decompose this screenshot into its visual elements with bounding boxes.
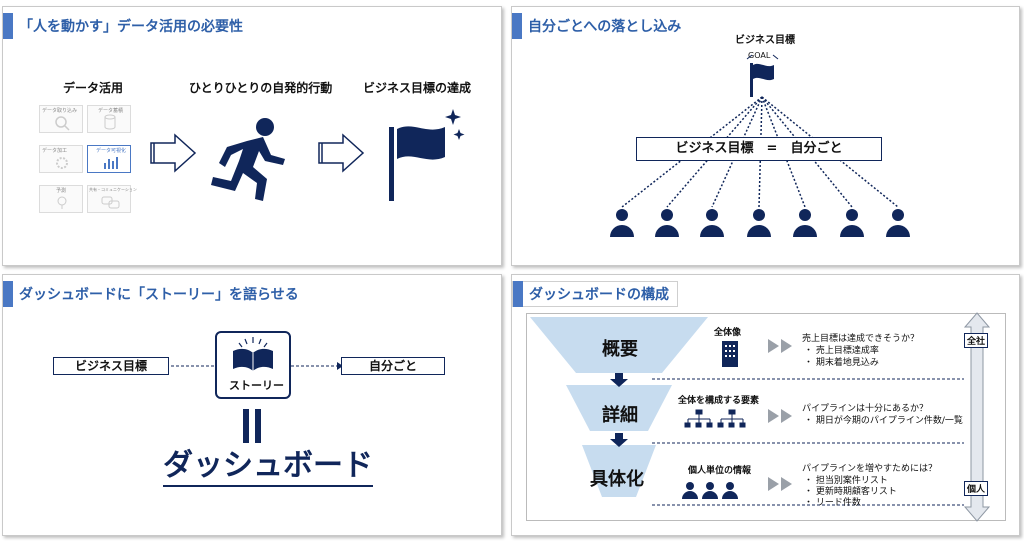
scale-bottom-label: 個人: [964, 481, 989, 496]
bullet-item: ・ 期日が今期のパイプライン件数/一覧: [804, 416, 963, 426]
grid-cell-label: データ取り込み: [42, 108, 78, 114]
label-voluntary-action: ひとりひとりの自発的行動: [189, 81, 333, 95]
grid-cell-active: データ可視化: [87, 145, 131, 173]
question-concrete: パイプラインを増やすためには？: [802, 464, 938, 474]
dashed-connector: [171, 362, 343, 370]
double-arrow-icon: [768, 477, 792, 491]
grid-cell: 予測: [39, 185, 83, 213]
grid-cell: データ取り込み: [39, 105, 83, 133]
business-goal-box: ビジネス目標: [53, 357, 169, 375]
title-accent: [3, 13, 13, 39]
open-book-icon: [233, 337, 273, 371]
slide-dashboard-structure: ダッシュボードの構成 概要 詳細 具体化 全体像 全体を構成する要素 個人単位の…: [511, 274, 1020, 536]
slide-title-bar: 自分ごとへの落とし込み: [512, 13, 681, 39]
lightbulb-icon: [57, 196, 67, 209]
bullet-item: ・ 担当別案件リスト: [804, 476, 888, 486]
goal-label: GOAL: [748, 51, 771, 60]
hierarchy-icon: [684, 409, 746, 428]
category-concrete: 個人単位の情報: [688, 466, 752, 476]
chat-icon: [101, 196, 120, 209]
category-detail: 全体を構成する要素: [678, 396, 760, 406]
equals-sign: [241, 409, 265, 443]
label-data-utilization: データ活用: [63, 81, 124, 95]
grid-cell: 共有・コミュニケーション: [87, 185, 137, 213]
bullet-text: 担当別案件リスト: [815, 476, 888, 486]
slide-dashboard-story: ダッシュボードに「ストーリー」を語らせる ビジネス目標 自分ごと ストーリー ダ…: [2, 274, 502, 536]
slide-title: ダッシュボードの構成: [529, 287, 669, 303]
bullet-text: 期日が今期のパイプライン件数/一覧: [815, 416, 963, 426]
dashboard-heading: ダッシュボード: [163, 447, 373, 487]
label-goal-achievement: ビジネス目標の達成: [363, 81, 472, 95]
double-arrow-icon: [768, 339, 792, 353]
bullet-text: リード件数: [815, 498, 861, 508]
bullet-text: 売上目標達成率: [815, 346, 879, 356]
bullet-item: ・ 期末着地見込み: [804, 358, 879, 368]
double-arrow-icon: [768, 409, 792, 423]
grid-cell-label: データ加工: [42, 148, 68, 154]
slide-title-bar: ダッシュボードの構成: [512, 281, 678, 307]
title-accent: [512, 13, 522, 39]
grid-cell-label: データ可視化: [96, 148, 127, 154]
funnel-diagram: [530, 317, 964, 506]
scale-top-label: 全社: [964, 333, 989, 348]
bullet-text: 期末着地見込み: [815, 358, 879, 368]
structure-frame: [526, 313, 1006, 521]
grid-cell-label: 共有・コミュニケーション: [89, 187, 137, 192]
bullet-item: ・ リード件数: [804, 498, 861, 508]
arrow-right-icon: [318, 133, 365, 173]
arrow-right-icon: [150, 133, 197, 173]
grid-cell: データ蓄積: [87, 105, 131, 133]
building-icon: [722, 341, 738, 367]
slide-self-ownership: 自分ごとへの落とし込み ビジネス目標 GOAL ビジネス目標 = 自分ごと: [511, 6, 1020, 266]
flag-icon: [389, 109, 465, 201]
people-row-icons: [610, 209, 910, 237]
bullet-text: 更新時期顧客リスト: [815, 487, 897, 497]
level-overview: 概要: [602, 339, 638, 360]
slide-title: ダッシュボードに「ストーリー」を語らせる: [19, 287, 299, 303]
story-label: ストーリー: [229, 379, 284, 392]
level-detail: 詳細: [602, 405, 638, 426]
question-overview: 売上目標は達成できそうか？: [802, 334, 920, 344]
bullet-item: ・ 売上目標達成率: [804, 346, 879, 356]
goal-flag-icon: [746, 54, 779, 97]
slide-data-utilization: 「人を動かす」データ活用の必要性 データ活用 ひとりひとりの自発的行動 ビジネス…: [2, 6, 502, 266]
scale-double-arrow: [963, 312, 991, 522]
slide-title: 「人を動かす」データ活用の必要性: [19, 19, 243, 35]
category-overview: 全体像: [714, 328, 742, 338]
people-group-icon: [682, 482, 738, 499]
gear-icon: [56, 157, 68, 169]
title-accent: [513, 281, 523, 307]
question-detail: パイプラインは十分にあるか？: [802, 404, 929, 414]
running-person-icon: [211, 118, 285, 201]
slide-title-bar: 「人を動かす」データ活用の必要性: [3, 13, 243, 39]
magnifier-icon: [55, 116, 70, 131]
self-ownership-box: 自分ごと: [341, 357, 445, 375]
slide-title: 自分ごとへの落とし込み: [528, 19, 682, 35]
business-goal-label: ビジネス目標: [735, 35, 795, 46]
bullet-item: ・ 更新時期顧客リスト: [804, 487, 897, 497]
bar-chart-icon: [104, 157, 118, 169]
equation-box: ビジネス目標 = 自分ごと: [636, 137, 882, 161]
grid-cell-label: 予測: [56, 188, 67, 194]
grid-cell: データ加工: [39, 145, 83, 173]
grid-cell-label: データ蓄積: [98, 108, 124, 114]
story-card: ストーリー: [215, 331, 291, 399]
slide-title-bar: ダッシュボードに「ストーリー」を語らせる: [3, 281, 299, 307]
database-icon: [104, 114, 116, 130]
level-concrete: 具体化: [590, 469, 644, 490]
title-accent: [3, 281, 13, 307]
